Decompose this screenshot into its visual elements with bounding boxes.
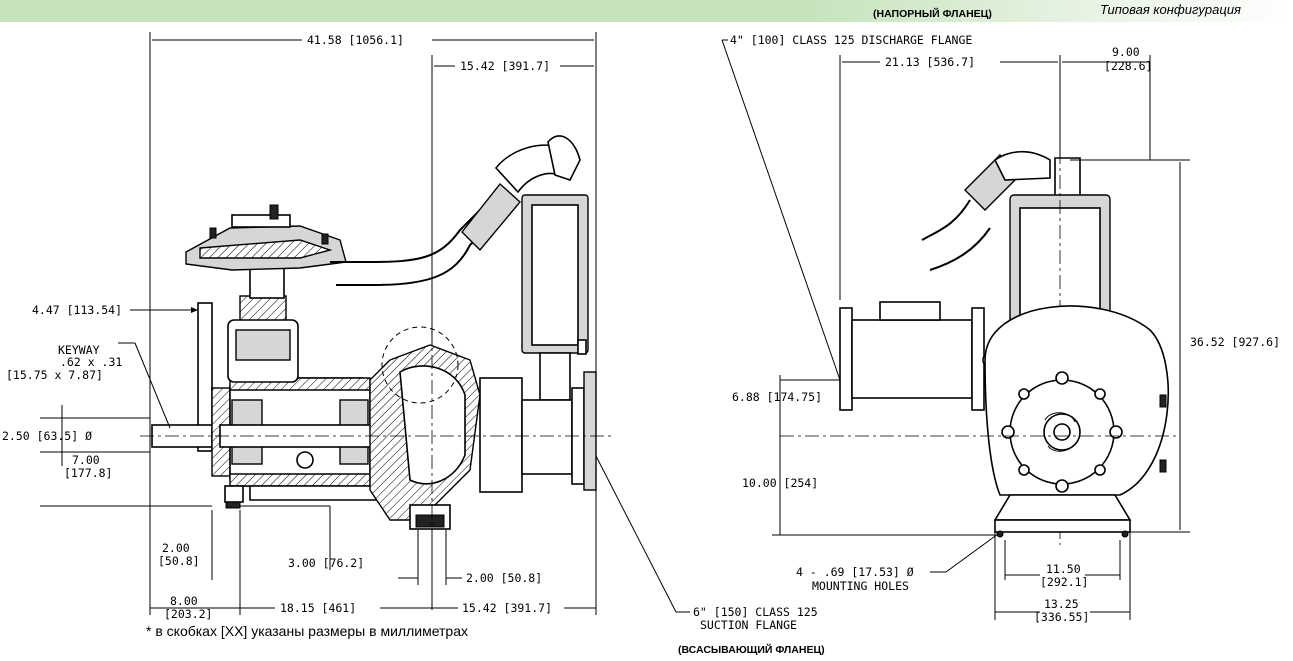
suction-label-ru: (ВСАСЫВАЮЩИЙ ФЛАНЕЦ) — [678, 643, 825, 656]
dim-two-right: 2.00 [50.8] — [466, 571, 542, 585]
keyway-size: .62 x .31 — [60, 355, 122, 369]
footnote: * в скобках [XX] указаны размеры в милли… — [146, 623, 468, 639]
dim-bottom-mid: 18.15 [461] — [280, 601, 356, 615]
dim-two-mm: [50.8] — [158, 554, 200, 568]
holes-line2: MOUNTING HOLES — [812, 579, 909, 593]
keyway-mm: [15.75 x 7.87] — [6, 368, 103, 382]
dim-eight-mm: [203.2] — [164, 607, 212, 621]
dim-two-in: 2.00 — [162, 541, 190, 555]
discharge-label-ru: (НАПОРНЫЙ ФЛАНЕЦ) — [873, 7, 992, 20]
dim-base-in2: 13.25 — [1044, 597, 1079, 611]
dim-disch-height: 6.88 [174.75] — [732, 390, 822, 404]
dim-base-mm2: [336.55] — [1034, 610, 1089, 624]
suction-line1: 6" [150] CLASS 125 — [693, 605, 818, 619]
left-view: 41.58 [1056.1] 15.42 [391.7] — [2, 32, 612, 621]
dim-height-total: 36.52 [927.6] — [1190, 335, 1280, 349]
dim-base-in1: 11.50 — [1046, 562, 1081, 576]
dim-nine-mm: [228.6] — [1104, 59, 1152, 73]
keyway-title: KEYWAY — [58, 343, 100, 357]
dim-shaft-diameter: 2.50 [63.5] Ø — [2, 429, 92, 443]
header-bar — [0, 0, 1293, 22]
dim-shaft-height: 4.47 [113.54] — [32, 303, 122, 317]
dim-center-height: 10.00 [254] — [742, 476, 818, 490]
dim-seven-mm: [177.8] — [64, 466, 112, 480]
dim-eight-in: 8.00 — [170, 594, 198, 608]
dim-base-mm1: [292.1] — [1040, 575, 1088, 589]
discharge-label: 4" [100] CLASS 125 DISCHARGE FLANGE — [730, 33, 972, 47]
dim-width-top: 21.13 [536.7] — [885, 55, 975, 69]
dim-bottom-right: 15.42 [391.7] — [462, 601, 552, 615]
config-caption: Типовая конфигурация — [1100, 2, 1241, 17]
dim-nine-in: 9.00 — [1112, 45, 1140, 59]
holes-line1: 4 - .69 [17.53] Ø — [796, 565, 914, 579]
dim-three: 3.00 [76.2] — [288, 556, 364, 570]
dim-overall-length: 41.58 [1056.1] — [307, 33, 404, 47]
right-view: 4" [100] CLASS 125 DISCHARGE FLANGE 21.1… — [721, 33, 1280, 624]
suction-line2: SUCTION FLANGE — [700, 618, 797, 632]
dim-seven-in: 7.00 — [72, 453, 100, 467]
dim-top-right: 15.42 [391.7] — [460, 59, 550, 73]
